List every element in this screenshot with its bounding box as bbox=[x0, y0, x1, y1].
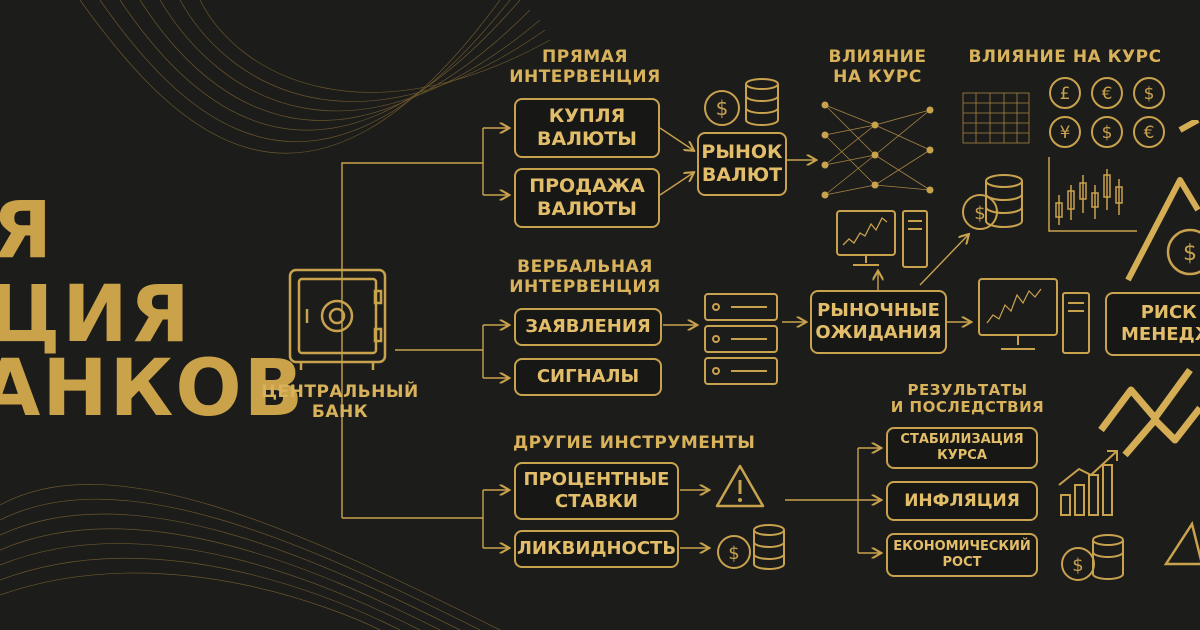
currency-coins-icon: £ € $ ¥ $ € bbox=[1045, 76, 1175, 152]
currency-market-node: РЫНОК ВАЛЮТ bbox=[697, 132, 787, 196]
interest-rates-node: ПРОЦЕНТНЫЕ СТАВКИ bbox=[514, 462, 679, 520]
safe-icon bbox=[288, 268, 387, 370]
risk-management-node: РИСК МЕНЕДЖ bbox=[1105, 292, 1200, 356]
central-bank-label: ЦЕНТРАЛЬНЫЙ БАНК bbox=[261, 382, 419, 422]
signals-node: СИГНАЛЫ bbox=[514, 358, 662, 396]
currency-symbol: € bbox=[1144, 123, 1155, 143]
svg-text:$: $ bbox=[1183, 241, 1197, 266]
currency-symbol: $ bbox=[1102, 123, 1113, 143]
results-heading: РЕЗУЛЬТАТЫ И ПОСЛЕДСТВИЯ bbox=[890, 381, 1045, 417]
statements-node: ЗАЯВЛЕНИЯ bbox=[514, 308, 662, 346]
zigzag-trend-icon bbox=[1098, 367, 1200, 458]
sell-currency-node: ПРОДАЖА ВАЛЮТЫ bbox=[514, 168, 660, 228]
computer-icon bbox=[978, 278, 1090, 354]
buy-currency-node: КУПЛЯ ВАЛЮТЫ bbox=[514, 98, 660, 158]
growth-bars-icon bbox=[1058, 450, 1118, 516]
decorative-waves-bottom bbox=[0, 484, 501, 630]
market-expectations-node: РЫНОЧНЫЕ ОЖИДАНИЯ bbox=[810, 290, 947, 354]
upward-arrow-icon: $ bbox=[1125, 120, 1200, 282]
currency-symbol: $ bbox=[1144, 84, 1155, 104]
influence-heading-1: ВЛИЯНИЕ НА КУРС bbox=[828, 47, 927, 87]
title-line-2: ЦИЯ bbox=[0, 270, 192, 360]
monitor-chart-icon bbox=[836, 210, 928, 268]
other-instruments-heading: ДРУГИЕ ИНСТРУМЕНТЫ bbox=[513, 433, 756, 453]
inflation-node: ИНФЛЯЦИЯ bbox=[886, 481, 1038, 521]
currency-symbol: ¥ bbox=[1060, 123, 1071, 143]
stabilization-node: СТАБИЛИЗАЦИЯ КУРСА bbox=[886, 427, 1038, 469]
liquidity-node: ЛИКВИДНОСТЬ bbox=[514, 530, 679, 568]
warning-icon-right bbox=[1163, 520, 1200, 566]
coin-stack-icon: $ bbox=[962, 174, 1023, 230]
verbal-intervention-heading: ВЕРБАЛЬНАЯ ИНТЕРВЕНЦИЯ bbox=[509, 257, 661, 297]
data-grid-icon bbox=[962, 92, 1030, 144]
svg-text:$: $ bbox=[728, 543, 739, 564]
title-line-3: АНКОВ bbox=[0, 344, 306, 434]
results-coins-icon: $ bbox=[1061, 534, 1124, 581]
title-line-1: Я bbox=[0, 186, 55, 276]
warning-icon bbox=[715, 464, 765, 508]
direct-intervention-heading: ПРЯМАЯ ИНТЕРВЕНЦИЯ bbox=[509, 47, 661, 87]
currency-symbol: £ bbox=[1060, 84, 1071, 104]
currency-symbol: € bbox=[1102, 84, 1113, 104]
liquidity-coins-icon: $ bbox=[717, 524, 785, 570]
svg-text:$: $ bbox=[716, 96, 729, 120]
neural-network-icon bbox=[821, 101, 934, 199]
coins-dollar-icon: $ bbox=[704, 78, 779, 126]
economic-growth-node: ЕКОНОМИЧЕСКИЙ РОСТ bbox=[886, 533, 1038, 577]
influence-heading-2: ВЛИЯНИЕ НА КУРС bbox=[968, 47, 1162, 67]
svg-text:$: $ bbox=[974, 203, 985, 224]
decorative-waves-top bbox=[79, 0, 551, 154]
svg-text:$: $ bbox=[1072, 555, 1083, 576]
server-icon bbox=[704, 293, 778, 385]
candlestick-chart-icon bbox=[1048, 157, 1137, 232]
